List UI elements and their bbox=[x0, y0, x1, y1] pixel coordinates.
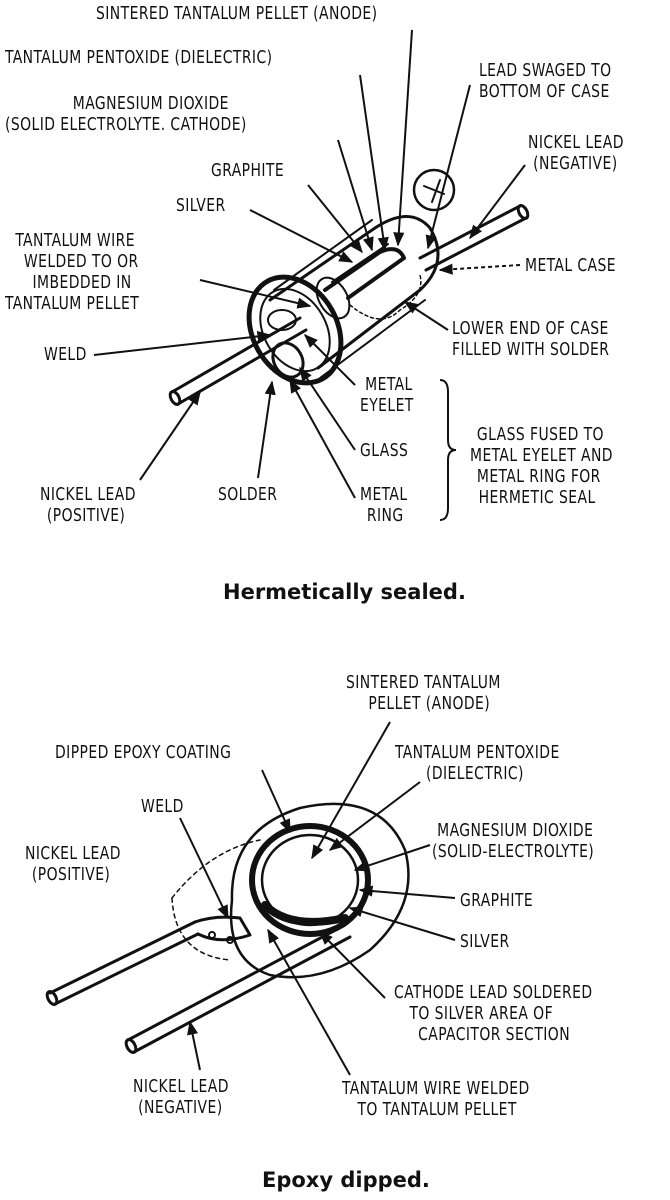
label-epoxy-graphite: GRAPHITE bbox=[460, 890, 534, 911]
pellet-layers bbox=[249, 823, 371, 937]
label-metal-eyelet: METAL EYELET bbox=[360, 374, 414, 416]
label-epoxy-electrolyte: MAGNESIUM DIOXIDE (SOLID-ELECTROLYTE) bbox=[432, 820, 595, 862]
hermetic-capacitor-drawing bbox=[168, 168, 530, 406]
label-epoxy-coating: DIPPED EPOXY COATING bbox=[55, 742, 232, 763]
label-nickel-negative: NICKEL LEAD (NEGATIVE) bbox=[528, 132, 624, 174]
solder-fill bbox=[349, 274, 422, 320]
label-tantalum-wire: TANTALUM WIRE WELDED TO OR IMBEDDED IN T… bbox=[5, 230, 140, 314]
label-lower-end: LOWER END OF CASE FILLED WITH SOLDER bbox=[452, 318, 610, 360]
label-metal-ring: METAL RING bbox=[360, 484, 408, 526]
label-epoxy-nickel-positive: NICKEL LEAD (POSITIVE) bbox=[25, 843, 121, 885]
epoxy-leader-lines bbox=[179, 721, 456, 1076]
label-lead-swaged: LEAD SWAGED TO BOTTOM OF CASE bbox=[479, 60, 612, 102]
seal-brace bbox=[439, 379, 457, 521]
label-epoxy-tantalum-wire: TANTALUM WIRE WELDED TO TANTALUM PELLET bbox=[342, 1078, 530, 1120]
label-epoxy-anode: SINTERED TANTALUM PELLET (ANODE) bbox=[346, 672, 501, 714]
label-nickel-positive: NICKEL LEAD (POSITIVE) bbox=[40, 484, 136, 526]
label-silver: SILVER bbox=[176, 195, 226, 216]
label-solder: SOLDER bbox=[218, 484, 278, 505]
epoxy-nickel-lead-negative bbox=[124, 923, 352, 1054]
epoxy-coating bbox=[229, 802, 410, 979]
label-epoxy-silver: SILVER bbox=[460, 931, 510, 952]
swage-detail-circle bbox=[412, 168, 456, 212]
caption-epoxy: Epoxy dipped. bbox=[262, 1168, 430, 1192]
label-epoxy-cathode-lead: CATHODE LEAD SOLDERED TO SILVER AREA OF … bbox=[394, 982, 593, 1045]
metal-case bbox=[246, 215, 440, 386]
label-metal-case: METAL CASE bbox=[525, 255, 617, 276]
hermetic-leader-lines bbox=[93, 29, 526, 499]
label-glass: GLASS bbox=[360, 440, 409, 461]
label-weld: WELD bbox=[44, 344, 87, 365]
epoxy-capacitor-drawing bbox=[45, 802, 410, 1054]
label-epoxy-dielectric: TANTALUM PENTOXIDE (DIELECTRIC) bbox=[395, 742, 560, 784]
label-dielectric: TANTALUM PENTOXIDE (DIELECTRIC) bbox=[5, 47, 273, 68]
caption-hermetic: Hermetically sealed. bbox=[223, 580, 466, 604]
label-glass-fused: GLASS FUSED TO METAL EYELET AND METAL RI… bbox=[470, 424, 613, 508]
label-epoxy-nickel-negative: NICKEL LEAD (NEGATIVE) bbox=[133, 1076, 229, 1118]
nickel-lead-positive bbox=[168, 316, 308, 406]
label-graphite: GRAPHITE bbox=[211, 160, 285, 181]
label-electrolyte: MAGNESIUM DIOXIDE (SOLID ELECTROLYTE. CA… bbox=[5, 93, 247, 135]
label-epoxy-weld: WELD bbox=[141, 796, 184, 817]
label-anode: SINTERED TANTALUM PELLET (ANODE) bbox=[96, 3, 378, 24]
